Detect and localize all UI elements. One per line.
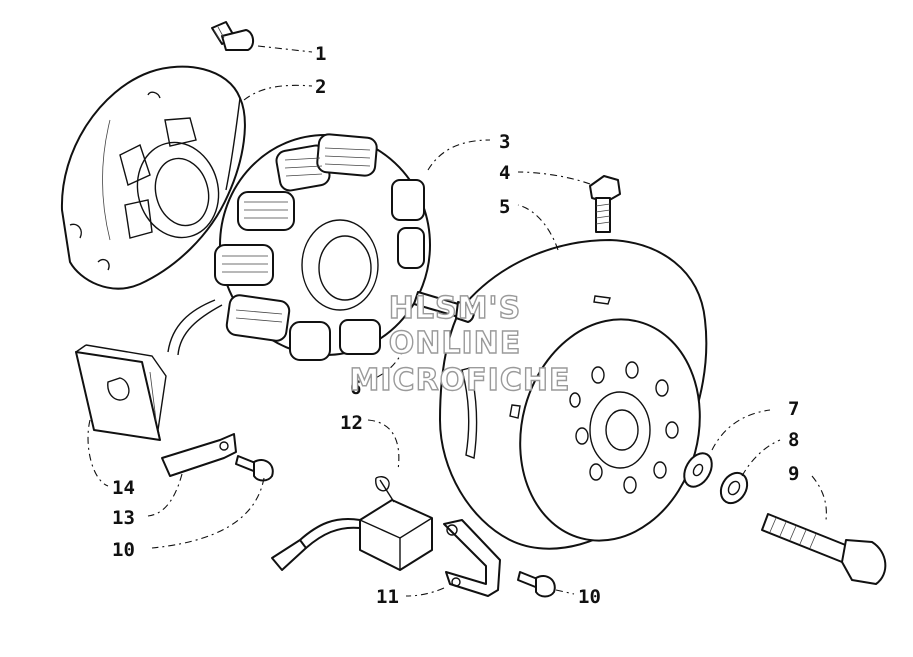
callout-12: 12	[340, 412, 363, 434]
washer-7	[683, 452, 713, 488]
callout-6: 6	[350, 377, 361, 399]
watermark-line-3: MICROFICHE	[350, 363, 571, 398]
bracket-11	[443, 519, 501, 597]
callout-1: 1	[315, 43, 326, 65]
callout-labels: 1 2 3 4 5 6 7 8 9 12 14 13 10 11 10	[112, 43, 799, 608]
bolt-9	[761, 513, 887, 585]
callout-10-right: 10	[578, 586, 601, 608]
housing-cover	[60, 65, 246, 290]
callout-7: 7	[788, 398, 799, 420]
callout-5: 5	[499, 196, 510, 218]
bolt-4	[589, 175, 621, 233]
callout-9: 9	[788, 463, 799, 485]
callout-14: 14	[112, 477, 135, 499]
callout-13: 13	[112, 507, 135, 529]
callout-3: 3	[499, 131, 510, 153]
screw-10-upper	[235, 455, 274, 482]
flywheel	[439, 239, 708, 550]
lock-washer-8	[719, 471, 749, 505]
callout-2: 2	[315, 76, 326, 98]
leader-lines	[87, 45, 827, 597]
screw-1	[211, 21, 254, 51]
callout-11: 11	[376, 586, 399, 608]
clip-bracket	[161, 433, 237, 477]
watermark: HLSM'S ONLINE MICROFICHE	[349, 290, 571, 398]
screw-10-lower	[517, 571, 556, 598]
watermark-line-2: ONLINE	[389, 326, 522, 361]
callout-10-left: 10	[112, 539, 135, 561]
callout-4: 4	[499, 162, 510, 184]
callout-8: 8	[788, 429, 799, 451]
mounting-plate	[75, 344, 167, 441]
watermark-line-1: HLSM'S	[389, 291, 521, 326]
stator-assembly	[167, 133, 431, 361]
regulator-module	[271, 476, 433, 571]
bolt-6	[413, 291, 476, 323]
